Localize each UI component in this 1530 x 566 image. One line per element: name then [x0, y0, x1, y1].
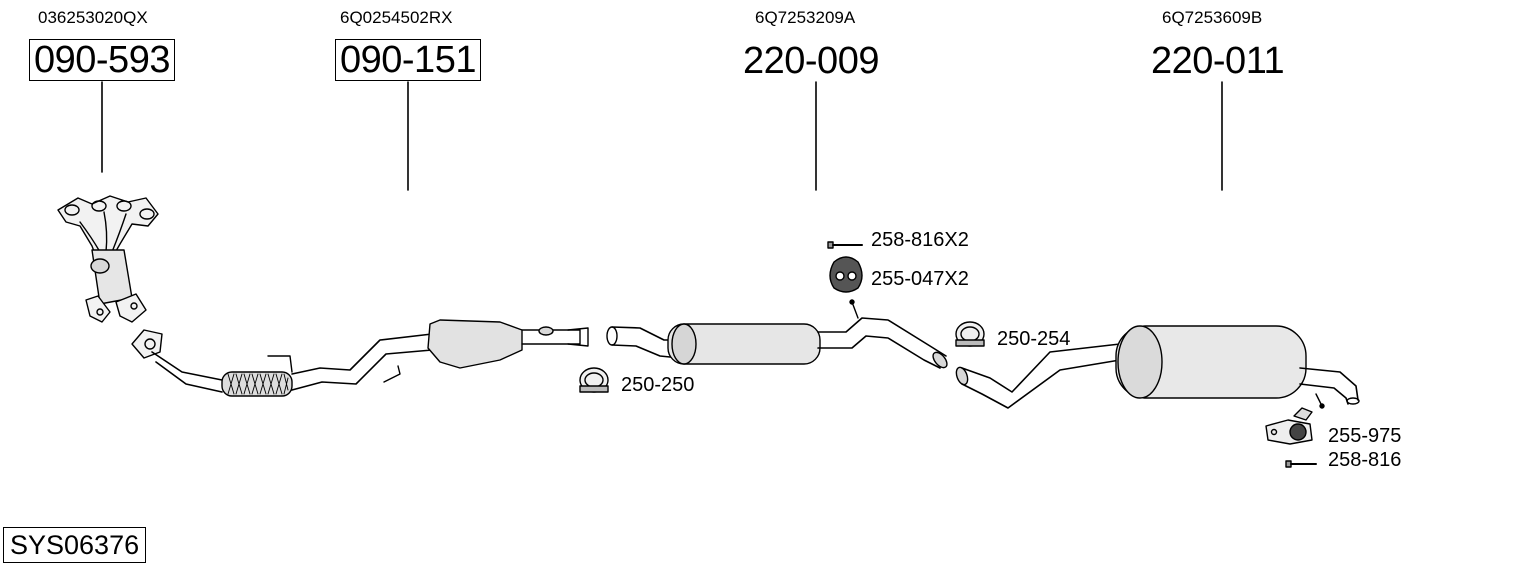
system-id-badge: SYS06376: [3, 527, 147, 563]
pipe-clamp-icon[interactable]: [579, 367, 609, 393]
accessory-label-clamp-rear[interactable]: 250-254: [997, 328, 1071, 350]
exhaust-manifold-icon[interactable]: [57, 195, 159, 323]
accessory-label-rubber-mount[interactable]: 255-975: [1328, 425, 1402, 447]
part-number-catalyst[interactable]: 090-151: [335, 39, 481, 81]
front-pipe-catalyst-icon[interactable]: [131, 319, 589, 397]
oem-number-rear-silencer: 6Q7253609B: [1162, 8, 1263, 27]
oem-number-middle-silencer: 6Q7253209A: [755, 8, 856, 27]
accessory-label-clamp-front[interactable]: 250-250: [621, 374, 695, 396]
rubber-hanger-icon[interactable]: [829, 256, 863, 293]
rear-silencer-icon[interactable]: [954, 325, 1360, 409]
pipe-clamp-icon[interactable]: [955, 321, 985, 347]
part-number-manifold[interactable]: 090-593: [29, 39, 175, 81]
rubber-mount-icon[interactable]: [1265, 407, 1313, 445]
bolt-icon[interactable]: [1285, 460, 1317, 468]
accessory-label-hanger-x2[interactable]: 255-047X2: [871, 268, 969, 290]
part-number-rear-silencer[interactable]: 220-011: [1151, 40, 1285, 82]
middle-silencer-icon[interactable]: [606, 299, 950, 370]
accessory-label-bolt[interactable]: 258-816: [1328, 449, 1402, 471]
bolt-icon[interactable]: [827, 241, 863, 249]
oem-number-manifold: 036253020QX: [38, 8, 148, 27]
oem-number-catalyst: 6Q0254502RX: [340, 8, 453, 27]
leader-lines: [101, 81, 1223, 191]
accessory-label-bolt-x2[interactable]: 258-816X2: [871, 229, 969, 251]
part-number-middle-silencer[interactable]: 220-009: [743, 40, 879, 82]
